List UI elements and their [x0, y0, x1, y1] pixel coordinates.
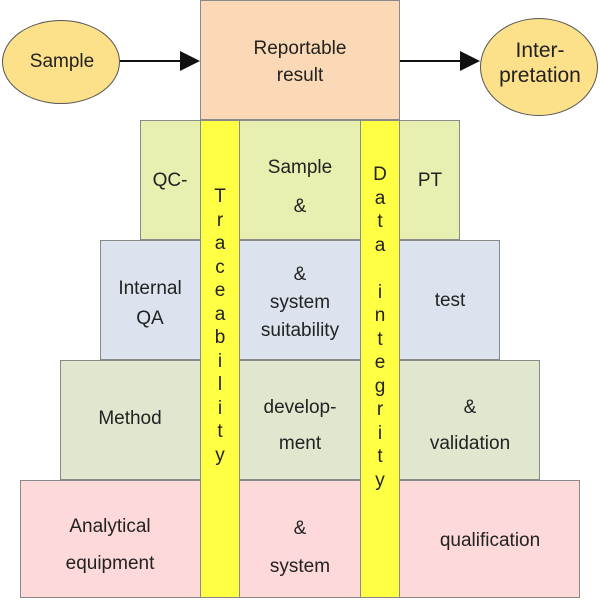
- reportable-result-box: Reportable result: [200, 0, 400, 120]
- data-integrity-pillar: [360, 120, 400, 598]
- tier-qc-mid-line1: Sample: [267, 157, 333, 178]
- data-integrity-letter: a: [374, 187, 386, 209]
- data-integrity-letter: n: [374, 305, 386, 326]
- tier-method-right-line2: validation: [429, 433, 511, 454]
- data-integrity-letter: t: [377, 211, 383, 232]
- traceability-letter: i: [217, 350, 223, 372]
- traceability-letter: y: [215, 444, 225, 466]
- tier-method-mid-line1: develop-: [263, 397, 337, 418]
- data-integrity-letter: D: [373, 164, 387, 185]
- traceability-letter: a: [214, 233, 226, 254]
- tier-qa: [100, 240, 500, 360]
- interpretation-label-line1: Inter-: [515, 39, 565, 62]
- traceability-letter: a: [214, 303, 226, 325]
- interpretation-node: Inter- pretation: [480, 18, 598, 116]
- tier-qa-mid-line1: &: [293, 264, 307, 285]
- tier-method: [60, 360, 540, 480]
- tier-qa-left-line1: Internal: [118, 278, 182, 299]
- data-integrity-letter: [365, 257, 395, 281]
- data-integrity-letter: y: [375, 469, 385, 491]
- data-integrity-letter: r: [376, 399, 384, 420]
- tier-qc-right: PT: [417, 170, 443, 191]
- tier-qa-left-line2: QA: [136, 308, 164, 329]
- sample-label: Sample: [29, 51, 95, 72]
- tier-equipment-left-line1: Analytical: [69, 516, 151, 537]
- interpretation-label-line2: pretation: [499, 64, 581, 87]
- traceability-pillar: [200, 120, 240, 598]
- data-integrity-letter: i: [377, 281, 383, 303]
- tier-qa-mid-line3: suitability: [260, 320, 340, 341]
- tier-qc: [140, 120, 460, 240]
- tier-method-mid-line2: ment: [278, 433, 322, 454]
- data-integrity-letter: i: [377, 422, 383, 444]
- traceability-letter: i: [217, 397, 223, 419]
- traceability-letter: r: [216, 209, 224, 231]
- data-integrity-letter: a: [374, 234, 386, 256]
- tier-qa-right: test: [434, 290, 466, 311]
- traceability-letter: e: [214, 280, 226, 301]
- sample-node: Sample: [2, 20, 120, 104]
- tier-qc-mid-line2: &: [293, 196, 307, 217]
- tier-equipment-mid-line2: system: [269, 556, 331, 577]
- tier-qa-mid-line2: system: [269, 292, 331, 313]
- traceability-letter: l: [217, 374, 223, 395]
- data-integrity-letter: g: [374, 375, 386, 397]
- traceability-letter: t: [217, 421, 223, 442]
- data-integrity-letter: t: [377, 446, 383, 467]
- tier-qc-left: QC-: [152, 170, 188, 191]
- tier-equipment-left-line2: equipment: [65, 553, 155, 574]
- reportable-result-line1: Reportable: [253, 38, 347, 59]
- traceability-letter: c: [215, 256, 225, 278]
- tier-equipment-right: qualification: [439, 530, 541, 551]
- data-integrity-letter: t: [377, 328, 383, 350]
- tier-method-left: Method: [98, 408, 162, 429]
- tier-equipment: [20, 480, 580, 598]
- traceability-letter: b: [214, 327, 226, 348]
- traceability-letter: T: [214, 186, 226, 207]
- tier-method-right-line1: &: [463, 397, 477, 418]
- tier-equipment-mid-line1: &: [293, 518, 307, 539]
- data-integrity-letter: e: [374, 352, 386, 373]
- reportable-result-line2: result: [276, 65, 324, 86]
